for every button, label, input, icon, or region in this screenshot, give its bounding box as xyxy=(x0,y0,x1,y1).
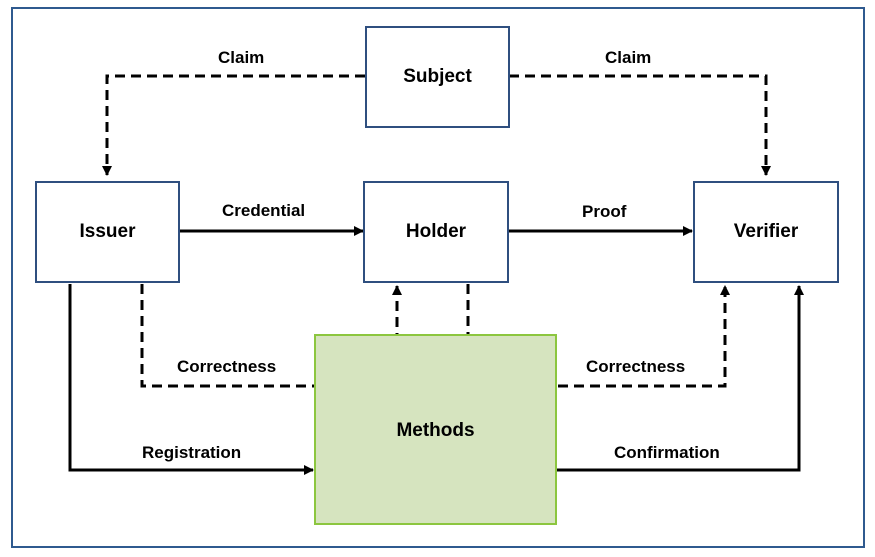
issuer-node: Issuer xyxy=(35,181,180,283)
issuer-label: Issuer xyxy=(79,221,136,242)
holder-label: Holder xyxy=(405,221,467,242)
proof-label: Proof xyxy=(582,202,627,221)
subject-node: Subject xyxy=(365,26,510,128)
confirmation-arrow xyxy=(556,285,804,472)
correctness-left-label: Correctness xyxy=(177,357,277,376)
methods-label: Methods xyxy=(396,420,475,441)
subject-label: Subject xyxy=(403,66,472,87)
registration-label: Registration xyxy=(142,443,242,462)
claim-right-label: Claim xyxy=(605,48,652,67)
confirmation-label: Confirmation xyxy=(614,443,720,462)
verifier-node: Verifier xyxy=(693,181,839,283)
claim-left-label: Claim xyxy=(218,48,265,67)
credential-label: Credential xyxy=(222,201,306,220)
verifier-label: Verifier xyxy=(733,221,799,242)
claim-left-arrow xyxy=(102,74,365,176)
claim-right-arrow xyxy=(509,74,771,176)
methods-node: Methods xyxy=(314,334,557,525)
correctness-right-label: Correctness xyxy=(586,357,686,376)
holder-node: Holder xyxy=(363,181,509,283)
registration-arrow xyxy=(68,284,314,475)
